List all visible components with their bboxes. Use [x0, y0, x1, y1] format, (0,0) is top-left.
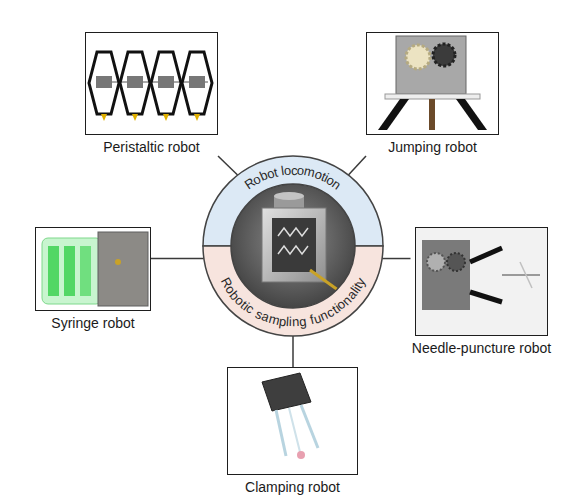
panel-label: Jumping robot [388, 139, 477, 156]
connector-line [292, 336, 294, 367]
connector-line [151, 258, 204, 260]
panel-label: Syringe robot [51, 315, 134, 332]
photo-frame [85, 32, 218, 135]
connector-line [348, 156, 366, 175]
needle-puncture-photo [416, 228, 547, 335]
band-letter: i [289, 315, 292, 328]
band-letter: c [291, 163, 298, 176]
connector-line [218, 156, 238, 175]
band-shape [203, 156, 383, 246]
photo-frame [35, 227, 151, 311]
photo-frame [366, 32, 499, 135]
panel-label: Clamping robot [245, 479, 340, 496]
band-label: Robot locomotion [203, 156, 383, 246]
connector-line [382, 258, 410, 260]
photo-panel: Needle-puncture robot [411, 227, 553, 357]
band-letter: o [283, 163, 291, 177]
category-band: Robot locomotion [203, 156, 383, 246]
syringe-photo [35, 227, 151, 311]
panel-label: Needle-puncture robot [412, 340, 551, 357]
category-band: Robotic sampling functionality [203, 246, 383, 336]
photo-panel: Syringe robot [35, 227, 151, 332]
band-label: Robotic sampling functionality [203, 246, 383, 336]
band-letter: g [299, 314, 308, 328]
jumping-photo [366, 32, 499, 135]
photo-frame [227, 367, 358, 475]
photo-panel: Clamping robot [227, 367, 358, 496]
photo-frame [415, 227, 548, 336]
band-shape [203, 246, 383, 336]
photo-panel: Peristaltic robot [85, 32, 218, 156]
photo-panel: Jumping robot [366, 32, 499, 156]
peristaltic-photo [85, 32, 218, 135]
clamping-photo [227, 367, 358, 475]
panel-label: Peristaltic robot [103, 139, 199, 156]
